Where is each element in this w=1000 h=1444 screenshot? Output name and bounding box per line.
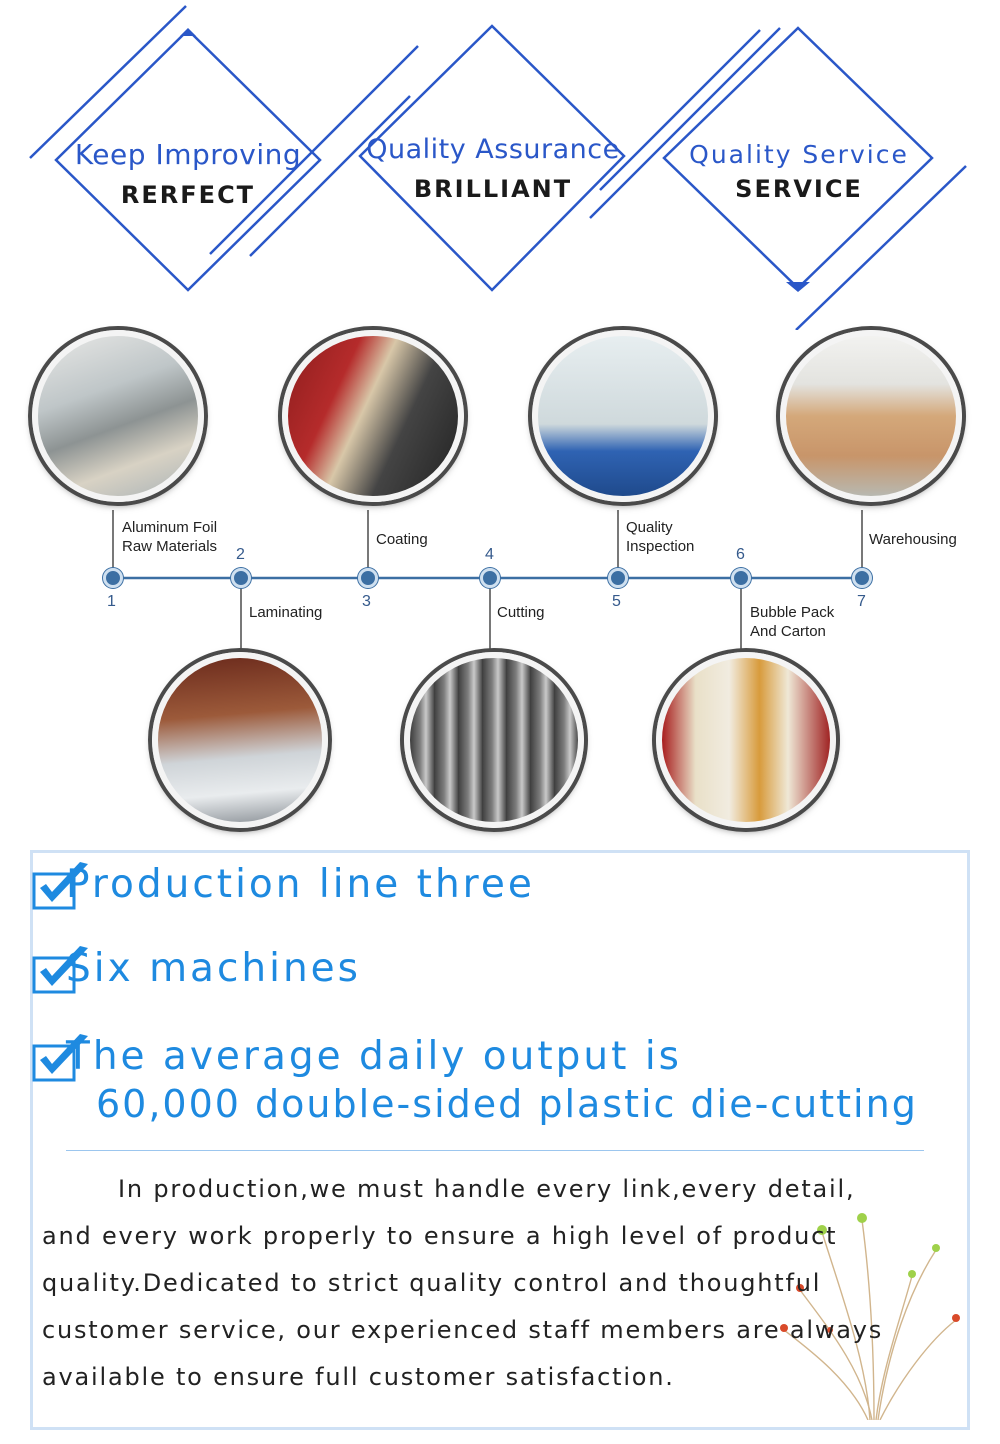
checkmark-icon — [32, 1034, 88, 1082]
timeline-node-1 — [103, 568, 123, 588]
value-quality-service: Quality Service SERVICE — [668, 140, 930, 203]
description-paragraph: In production,we must handle every link,… — [42, 1166, 954, 1401]
value-title: Keep Improving — [74, 138, 302, 171]
step-label: Coating — [376, 531, 428, 548]
timeline-node-3 — [358, 568, 378, 588]
diamond-banner-graphic — [29, 5, 967, 330]
photo-coating — [282, 330, 464, 502]
step-number: 4 — [485, 546, 494, 563]
value-quality-assurance: Quality Assurance BRILLIANT — [362, 134, 624, 203]
step-number: 7 — [857, 593, 866, 610]
photo-quality-inspection — [532, 330, 714, 502]
value-subtitle: BRILLIANT — [413, 175, 573, 203]
feature-daily-output-line1: The average daily output is — [66, 1034, 682, 1079]
paragraph-line: available to ensure full customer satisf… — [42, 1363, 675, 1391]
step-number: 1 — [107, 593, 116, 610]
step-label: Laminating — [249, 604, 323, 621]
feature-machines: Six machines — [66, 946, 361, 991]
photo-warehousing — [780, 330, 962, 502]
paragraph-line: In production,we must handle every link,… — [118, 1175, 856, 1203]
value-title: Quality Assurance — [366, 134, 620, 165]
step-label: Aluminum Foil Raw Materials — [122, 519, 218, 555]
photo-raw-materials — [32, 330, 204, 502]
step-label: Cutting — [497, 604, 545, 621]
timeline-node-6 — [731, 568, 751, 588]
feature-daily-output-line2: 60,000 double-sided plastic die-cutting — [96, 1082, 918, 1126]
photo-cutting — [404, 652, 584, 828]
value-subtitle: SERVICE — [735, 175, 863, 203]
step-label: Warehousing — [869, 531, 957, 548]
info-box — [30, 850, 970, 1430]
step-number: 6 — [736, 546, 745, 563]
paragraph-line: customer service, our experienced staff … — [42, 1316, 884, 1344]
value-subtitle: RERFECT — [120, 181, 256, 209]
step-label: Quality Inspection — [626, 519, 695, 555]
step-number: 2 — [236, 546, 245, 563]
photo-bubble-pack — [656, 652, 836, 828]
checkmark-icon — [32, 862, 88, 910]
feature-production-line: Production line three — [66, 862, 535, 907]
step-number: 3 — [362, 593, 371, 610]
checkmark-icon — [32, 946, 88, 994]
paragraph-line: and every work properly to ensure a high… — [42, 1222, 838, 1250]
paragraph-line: quality.Dedicated to strict quality cont… — [42, 1269, 822, 1297]
value-keep-improving: Keep Improving RERFECT — [58, 138, 318, 209]
timeline-node-4 — [480, 568, 500, 588]
divider — [66, 1150, 924, 1151]
step-number: 5 — [612, 593, 621, 610]
photo-laminating — [152, 652, 328, 828]
timeline-node-5 — [608, 568, 628, 588]
dried-flowers-decoration — [780, 1213, 960, 1420]
step-label: Bubble Pack And Carton — [750, 604, 835, 640]
value-title: Quality Service — [689, 140, 909, 169]
timeline-node-2 — [231, 568, 251, 588]
timeline-node-7 — [852, 568, 872, 588]
